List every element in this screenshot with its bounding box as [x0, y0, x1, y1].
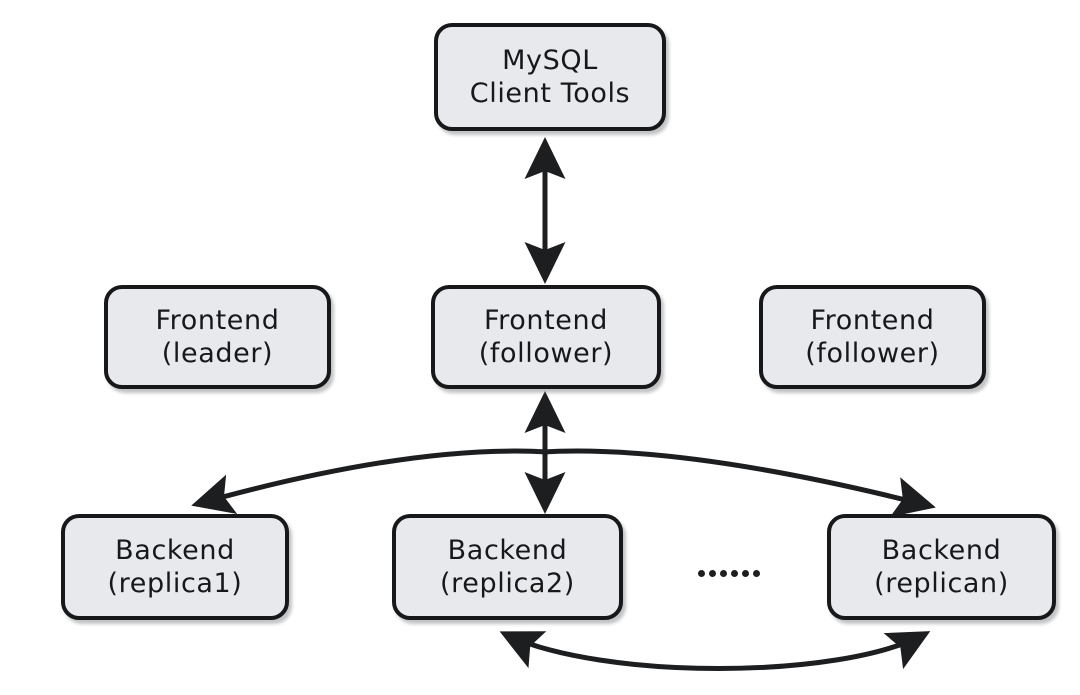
ellipsis-dot [709, 569, 716, 577]
node-backend-replica1[interactable]: Backend (replica1) [61, 514, 289, 620]
node-frontend-leader[interactable]: Frontend (leader) [104, 285, 331, 389]
ellipsis-dot [698, 569, 705, 577]
ellipsis-dot [731, 569, 738, 577]
node-frontend-follower-center-line1: Frontend [484, 304, 608, 336]
edge-frontend-follower-to-backend-replica1 [191, 448, 549, 515]
edge-frontend-follower-to-backend-replican [541, 448, 936, 517]
node-frontend-follower-right[interactable]: Frontend (follower) [759, 285, 986, 389]
node-backend-replica1-line2: (replica1) [107, 567, 243, 599]
node-mysql-client-tools-line1: MySQL [502, 44, 598, 76]
node-backend-replica2[interactable]: Backend (replica2) [392, 514, 623, 620]
node-frontend-leader-line1: Frontend [155, 304, 280, 336]
node-backend-replican-line2: (replican) [874, 567, 1009, 599]
node-frontend-follower-center[interactable]: Frontend (follower) [431, 285, 661, 389]
ellipsis-more-backends [698, 560, 760, 586]
ellipsis-dot [742, 569, 749, 577]
node-mysql-client-tools-line2: Client Tools [469, 77, 631, 109]
node-backend-replican[interactable]: Backend (replican) [827, 514, 1056, 620]
node-backend-replica1-line1: Backend [115, 534, 235, 566]
node-backend-replican-line1: Backend [881, 534, 1002, 566]
node-mysql-client-tools[interactable]: MySQL Client Tools [434, 23, 666, 131]
ellipsis-dot [753, 569, 760, 577]
node-frontend-follower-center-line2: (follower) [478, 337, 614, 369]
edge-backend-replica2-to-backend-replican [499, 631, 931, 671]
node-frontend-follower-right-line1: Frontend [810, 304, 935, 336]
node-backend-replica2-line1: Backend [447, 534, 568, 566]
node-backend-replica2-line2: (replica2) [440, 567, 575, 599]
node-frontend-leader-line2: (leader) [161, 337, 274, 369]
ellipsis-dot [720, 569, 727, 577]
node-frontend-follower-right-line2: (follower) [805, 337, 940, 369]
